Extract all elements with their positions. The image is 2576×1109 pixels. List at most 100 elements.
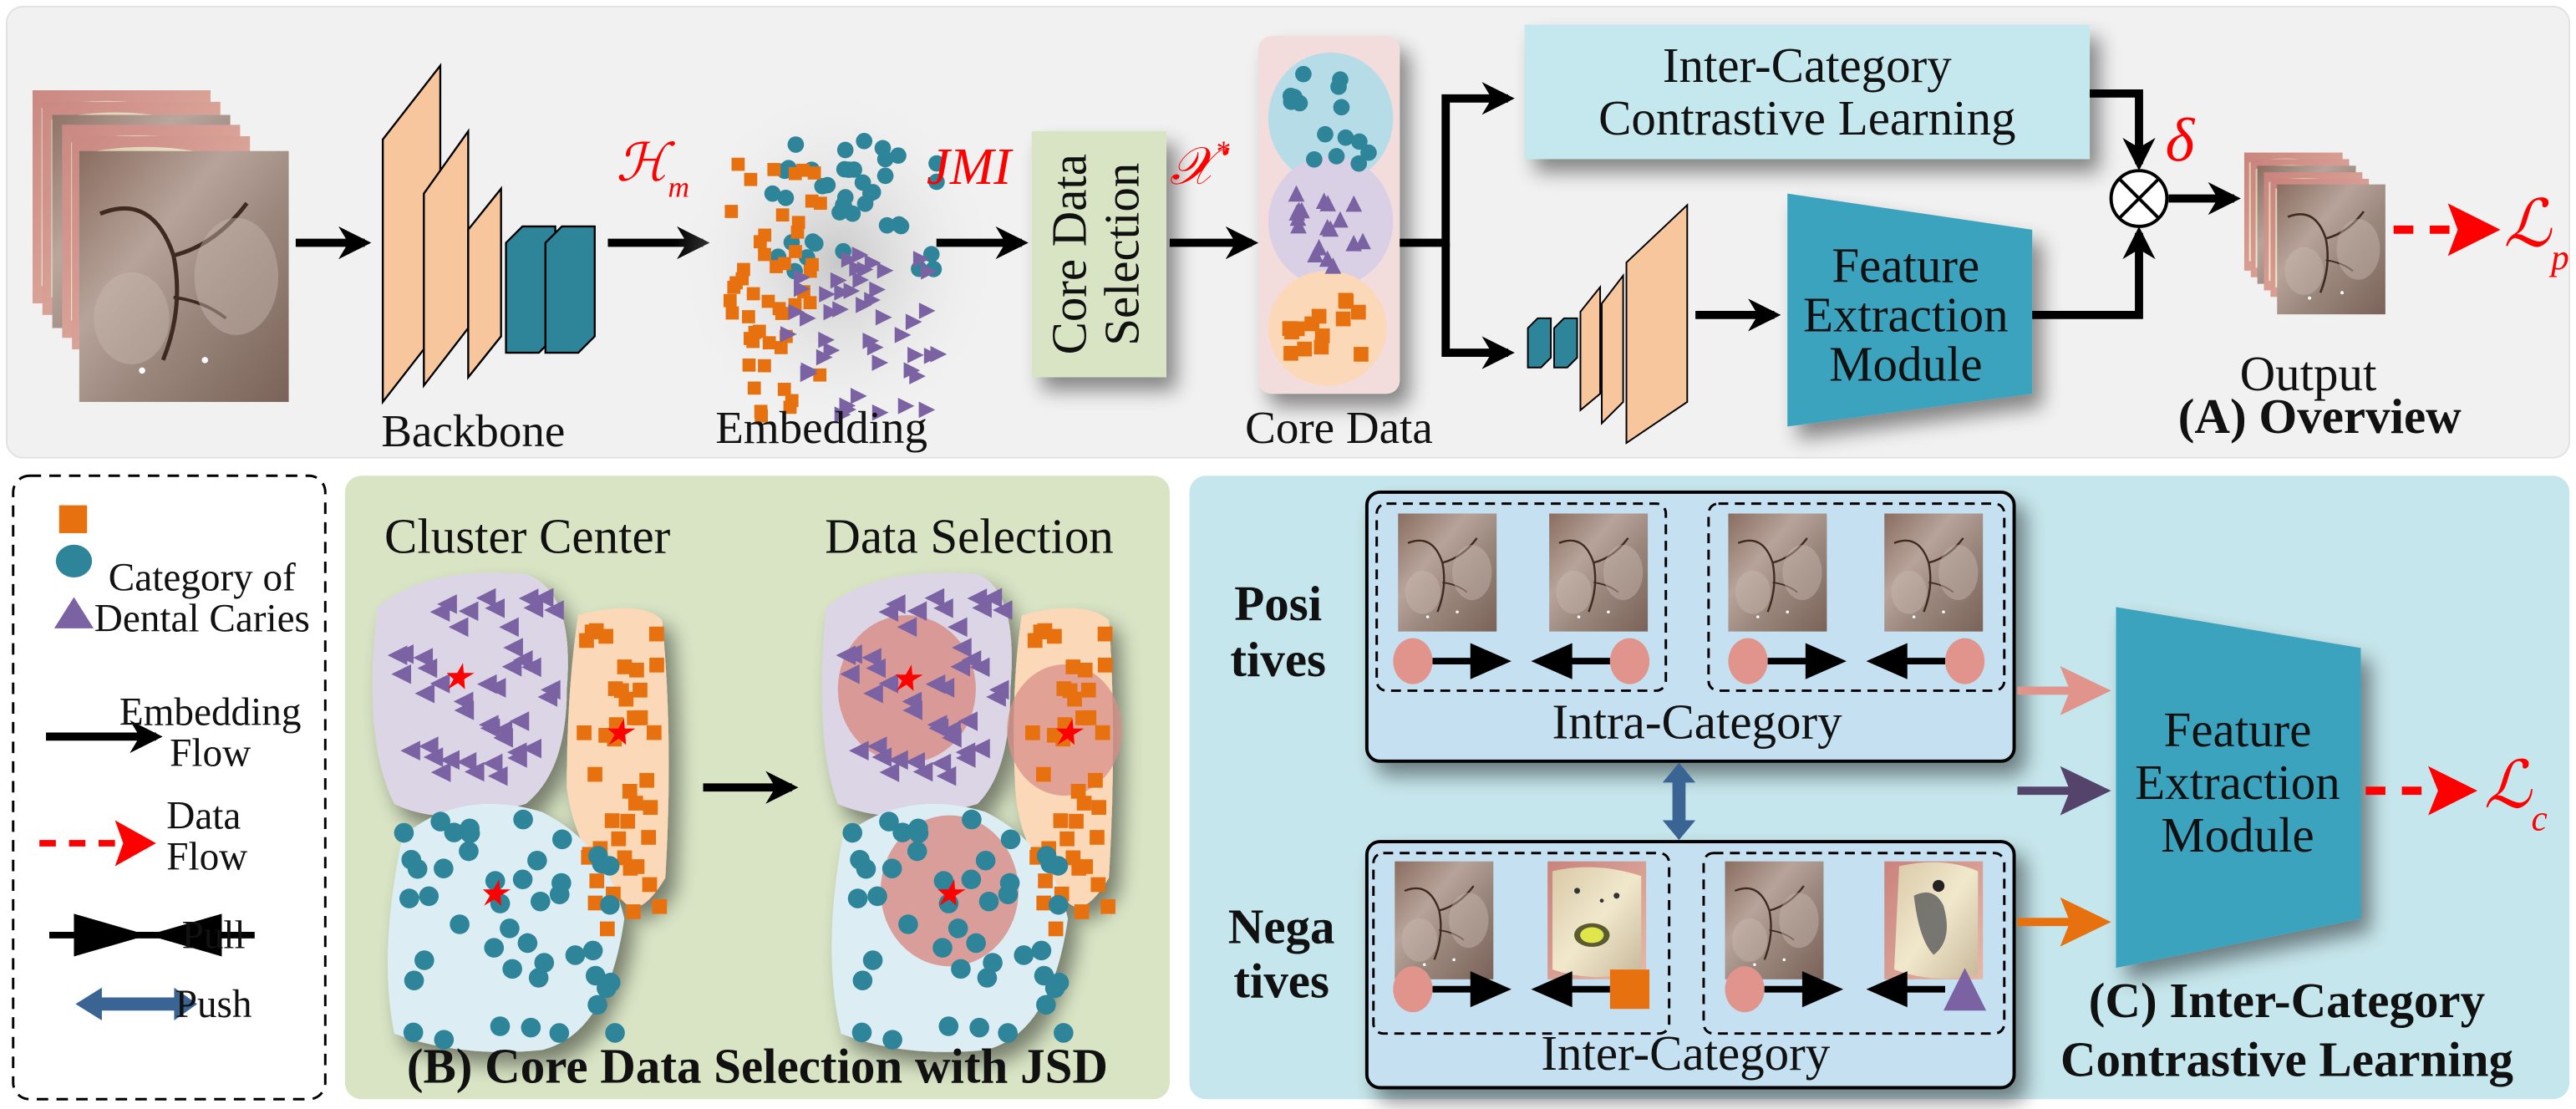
backbone-network-icon (381, 63, 596, 405)
purple-triangle-marker (1310, 239, 1328, 256)
purple-triangle-marker (485, 598, 506, 618)
teal-circle-marker (948, 918, 968, 939)
purple-triangle-marker (970, 738, 990, 759)
purple-triangle-marker (852, 272, 870, 288)
teal-circle-marker (1036, 995, 1056, 1015)
orange-square-marker (1350, 304, 1366, 320)
purple-triangle-marker (849, 740, 869, 761)
purple-triangle-marker (866, 736, 887, 756)
purple-triangle-marker (933, 598, 953, 618)
teal-circle-marker (969, 1017, 989, 1038)
teal-circle-marker (961, 869, 982, 890)
orange-square-marker (723, 293, 737, 308)
pull-arrow-icon (48, 913, 255, 957)
intra-category-box (1364, 490, 2016, 763)
legend-pull: Pull (182, 914, 246, 958)
left-cluster-centers: ★ ★ ★ (440, 657, 636, 913)
cluster-center-label: Cluster Center (384, 509, 671, 564)
orange-square-marker (584, 624, 600, 639)
purple-triangle-marker (1318, 218, 1336, 236)
orange-square-marker (1055, 731, 1071, 747)
core-data-selection-label-1: Core Data (1042, 154, 1097, 354)
teal-circle-marker (928, 173, 945, 191)
teal-circle-marker (862, 950, 883, 970)
purple-triangle-marker (851, 247, 869, 263)
legend-push: Push (175, 983, 252, 1026)
orange-square-marker (1091, 800, 1106, 815)
purple-triangle-marker (417, 658, 438, 679)
teal-circle-marker (879, 811, 899, 832)
teal-circle-marker (394, 822, 414, 843)
purple-triangle-marker (909, 368, 926, 384)
teal-circle-marker (998, 884, 1019, 904)
core-data-label: Core Data (1245, 402, 1433, 453)
icl-label-2: Contrastive Learning (1598, 90, 2015, 145)
purple-triangle-marker (941, 720, 961, 740)
teal-circle-marker (551, 829, 572, 850)
purple-triangle-marker (1332, 211, 1349, 228)
orange-square-marker (1038, 873, 1053, 888)
teal-circle-marker (404, 970, 424, 990)
orange-square-marker (1065, 850, 1081, 866)
pull-arrowhead (1470, 971, 1512, 1008)
inter-category-box (1364, 840, 2016, 1090)
teal-circle-marker (878, 216, 896, 234)
icl-label-1: Inter-Category (1663, 38, 1952, 93)
purple-triangle-marker (907, 347, 924, 364)
inter-category-contrastive-learning-box (1524, 24, 2091, 160)
orange-square-marker (1335, 311, 1351, 327)
purple-triangle-marker (794, 269, 810, 286)
feature-extraction-module-a (1787, 193, 2033, 427)
push-arrow-icon (75, 987, 197, 1020)
orange-square-marker (611, 831, 627, 847)
legend-category-line2: Dental Caries (94, 598, 310, 641)
orange-square-marker (777, 383, 791, 396)
orange-square-marker (778, 257, 791, 271)
orange-square-marker (789, 245, 802, 258)
orange-square-marker (608, 717, 624, 732)
teal-circle-marker (867, 886, 887, 907)
pull-arrowhead (1805, 643, 1847, 679)
legend-embedding-flow-line1: Embedding (119, 691, 302, 735)
negative-image (1884, 861, 1984, 979)
teal-circle-marker (565, 945, 586, 965)
teal-circle-icon (55, 544, 93, 577)
purple-triangle-marker (1315, 192, 1333, 210)
purple-triangle-marker (952, 638, 972, 658)
teal-circle-marker (459, 841, 479, 862)
purple-triangle-marker (475, 588, 496, 608)
purple-triangle-marker (886, 594, 906, 614)
teal-circle-marker (851, 1022, 872, 1043)
purple-triangle-marker (955, 748, 976, 768)
positive-image (1547, 513, 1649, 632)
orange-square-marker (1100, 898, 1115, 914)
purple-triangle-icon (1943, 968, 1987, 1011)
orange-square-marker (1033, 624, 1049, 639)
purple-triangle-marker (476, 674, 497, 694)
teal-circle-marker (597, 978, 617, 999)
purple-triangle-marker (925, 674, 946, 694)
purple-triangle-marker (458, 601, 479, 622)
teal-circle-marker (1337, 129, 1354, 146)
purple-triangle-marker (541, 679, 561, 700)
orange-square-marker (761, 294, 775, 308)
orange-square-marker (814, 196, 827, 211)
teal-circle-marker (932, 938, 953, 958)
anchor-dot (1393, 638, 1433, 684)
teal-circle-marker (898, 914, 918, 934)
orange-square-marker (631, 710, 646, 725)
orange-square-marker (629, 859, 645, 874)
embedding-scatter (673, 82, 1003, 444)
orange-square-marker (788, 166, 802, 181)
panel-c-title-1: (C) Inter-Category (2089, 973, 2485, 1028)
orange-square-marker (1057, 717, 1073, 732)
orange-square-marker (599, 921, 615, 937)
teal-circle-marker (1054, 1023, 1074, 1043)
panel-overview: Backbone ℋm Embedding JMI Core Data Sele… (5, 5, 2571, 459)
orange-square-marker (1354, 347, 1369, 362)
fem-c-label-3: Module (2161, 807, 2314, 862)
orange-square-marker (652, 898, 668, 914)
purple-triangle-marker (800, 362, 818, 379)
orange-square-marker (1069, 813, 1084, 829)
purple-triangle-marker (912, 251, 930, 267)
